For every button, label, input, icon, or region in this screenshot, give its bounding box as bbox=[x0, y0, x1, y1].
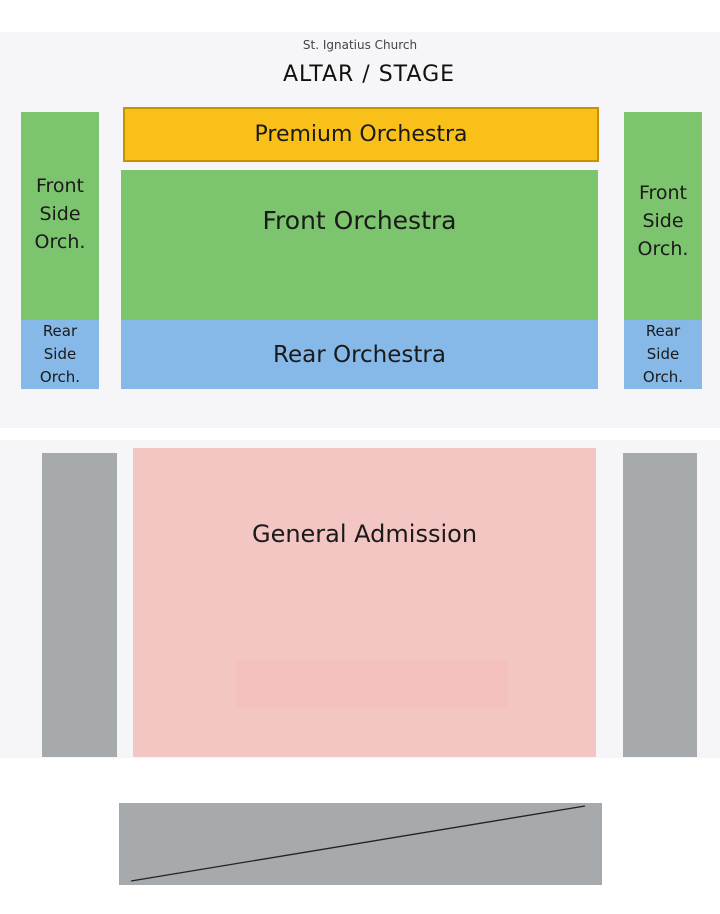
blocked-area-left bbox=[42, 453, 117, 757]
section-general-admission[interactable]: General Admission bbox=[133, 448, 596, 757]
section-label-line: Rear bbox=[645, 322, 681, 340]
section-label-line: Orch. bbox=[39, 368, 81, 386]
section-label: Rear Orchestra bbox=[273, 341, 446, 368]
section-label-line: Orch. bbox=[637, 238, 689, 260]
section-label-line: Side bbox=[39, 203, 81, 225]
section-rear-side-orch-left[interactable]: Rear Side Orch. bbox=[21, 320, 99, 389]
section-label: General Admission bbox=[251, 520, 478, 548]
section-label-line: Side bbox=[646, 345, 680, 363]
section-rear-orchestra[interactable]: Rear Orchestra bbox=[121, 320, 598, 389]
altar-stage-label: ALTAR / STAGE bbox=[282, 62, 456, 87]
blocked-area-bottom bbox=[119, 803, 602, 885]
blocked-area-right bbox=[623, 453, 697, 757]
section-label-line: Orch. bbox=[642, 368, 684, 386]
diagonal-line bbox=[130, 805, 586, 882]
section-label-line: Front bbox=[638, 182, 688, 204]
section-front-side-orch-right[interactable]: Front Side Orch. bbox=[624, 112, 702, 320]
general-admission-highlight bbox=[236, 660, 508, 708]
section-label-line: Orch. bbox=[34, 231, 86, 253]
section-label-line: Rear bbox=[42, 322, 78, 340]
section-label: Front Orchestra bbox=[262, 206, 457, 235]
church-name: St. Ignatius Church bbox=[302, 38, 418, 52]
section-front-orchestra[interactable]: Front Orchestra bbox=[121, 170, 598, 320]
section-label-line: Side bbox=[43, 345, 77, 363]
section-premium-orchestra[interactable]: Premium Orchestra bbox=[123, 107, 599, 162]
section-rear-side-orch-right[interactable]: Rear Side Orch. bbox=[624, 320, 702, 389]
section-label: Premium Orchestra bbox=[254, 122, 468, 147]
section-label-line: Front bbox=[35, 175, 85, 197]
section-label-line: Side bbox=[642, 210, 684, 232]
section-front-side-orch-left[interactable]: Front Side Orch. bbox=[21, 112, 99, 320]
